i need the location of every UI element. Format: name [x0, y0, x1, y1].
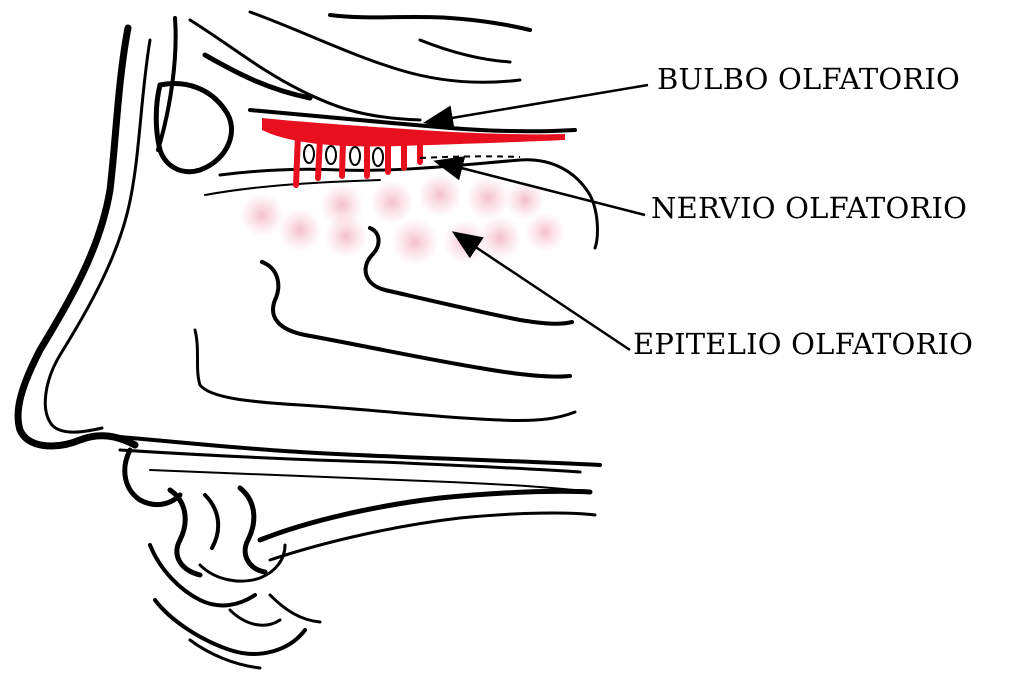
olfactory-epithelium [240, 173, 565, 266]
label-bulbo-olfatorio: BULBO OLFATORIO [657, 62, 960, 96]
label-epitelio-olfatorio: EPITELIO OLFATORIO [633, 327, 973, 361]
nose-outline [18, 12, 600, 668]
label-nervio-olfatorio: NERVIO OLFATORIO [651, 191, 967, 225]
arrow-bulbo [428, 85, 648, 122]
